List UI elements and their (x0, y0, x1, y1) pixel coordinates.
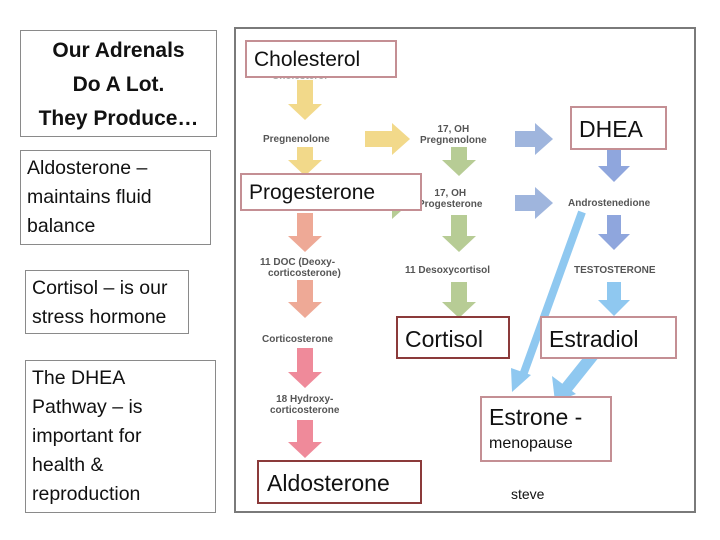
callout-cortisol: Cortisol (396, 316, 510, 359)
callout-aldosterone: Aldosterone (257, 460, 422, 504)
cortisol-description: Cortisol – is our stress hormone (25, 270, 189, 334)
cortisol-term: Cortisol (32, 277, 99, 299)
node-18-hydroxy-line-2: corticosterone (270, 405, 340, 416)
node-17oh-progesterone-line-1: 17, OH (434, 188, 467, 199)
node-18-hydroxycorticosterone: 18 Hydroxy- corticosterone (270, 394, 339, 416)
cortisol-desc-line-1: – is our (98, 277, 168, 299)
arrow-oh17prog-androstenedione (515, 187, 553, 219)
callout-dhea: DHEA (570, 106, 667, 150)
dhea-pathway-line-3: important for (32, 425, 142, 447)
arrow-androstenedione-testosterone (598, 215, 630, 250)
signature: steve (511, 486, 545, 502)
arrow-pregnenolone-oh17preg (365, 123, 410, 155)
node-17oh-pregnenolone-line-1: 17, OH (437, 124, 470, 135)
aldosterone-dash: – (131, 157, 148, 179)
title-line-1: Our Adrenals (52, 39, 185, 62)
title-line-2: Do A Lot. (72, 73, 165, 96)
arrow-progesterone-doc (288, 213, 322, 252)
arrow-hydroxy-aldosterone (288, 420, 322, 458)
arrow-oh17preg-dhea (515, 123, 553, 155)
title-box: Our Adrenals Do A Lot. They Produce… (20, 30, 217, 137)
callout-estrone: Estrone - menopause (480, 396, 612, 462)
title-line-3: They Produce… (38, 107, 199, 130)
dhea-pathway-line-4: health & (32, 454, 104, 476)
aldosterone-term: Aldosterone (27, 157, 132, 179)
dhea-pathway-line-2: – is (106, 396, 143, 418)
dhea-pathway-line-1: The DHEA (32, 367, 126, 389)
dhea-pathway-term: Pathway (32, 396, 107, 418)
node-doc-line-2: corticosterone) (268, 268, 341, 279)
arrow-oh17prog-desoxycortisol (442, 215, 476, 252)
node-17oh-pregnenolone-line-2: Pregnenolone (420, 135, 487, 146)
callout-estradiol: Estradiol (540, 316, 677, 359)
node-17oh-progesterone: 17, OH Progesterone (418, 188, 482, 210)
callout-cholesterol: Cholesterol (245, 40, 397, 78)
node-11-desoxycortisol: 11 Desoxycortisol (405, 265, 491, 276)
node-corticosterone: Corticosterone (262, 334, 334, 345)
node-pregnenolone: Pregnenolone (263, 134, 330, 145)
menopause-label: menopause (489, 435, 573, 452)
node-doc: 11 DOC (Deoxy- corticosterone) (260, 257, 341, 279)
callout-progesterone: Progesterone (240, 173, 422, 211)
arrow-dhea-androstenedione (598, 150, 630, 182)
node-testosterone: TESTOSTERONE (574, 265, 656, 276)
node-androstenedione: Androstenedione (568, 198, 651, 209)
node-doc-line-1: 11 DOC (Deoxy- (260, 257, 336, 268)
arrow-desoxycortisol-cortisol (442, 282, 476, 318)
aldosterone-desc-line-2: maintains fluid (27, 186, 152, 208)
node-17oh-pregnenolone: 17, OH Pregnenolone (420, 124, 487, 146)
aldosterone-desc-line-3: balance (27, 215, 96, 237)
dhea-pathway-line-5: reproduction (32, 483, 141, 505)
arrow-pregnenolone-progesterone (288, 147, 322, 176)
node-18-hydroxy-line-1: 18 Hydroxy- (276, 394, 334, 405)
arrow-doc-corticosterone (288, 280, 322, 318)
node-17oh-progesterone-line-2: Progesterone (418, 199, 483, 210)
arrow-oh17preg-oh17prog (442, 147, 476, 176)
aldosterone-description: Aldosterone – maintains fluid balance (20, 150, 211, 245)
arrow-testosterone-estradiol (598, 282, 630, 316)
arrow-corticosterone-hydroxy (288, 348, 322, 388)
arrow-androstenedione-estrone (511, 210, 586, 392)
cortisol-desc-line-2: stress hormone (32, 306, 167, 328)
estrone-label: Estrone - (489, 404, 583, 430)
dhea-pathway-description: The DHEA Pathway – is important for heal… (25, 360, 216, 513)
arrow-cholesterol-pregnenolone (288, 80, 322, 120)
